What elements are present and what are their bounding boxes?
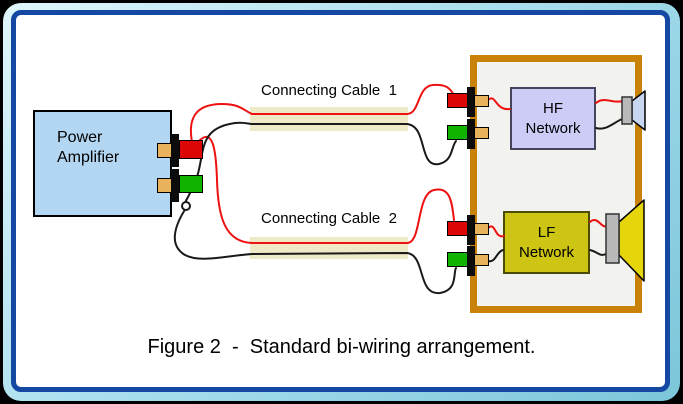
lf-positive-terminal-nut — [474, 223, 489, 235]
connecting-cable-1 — [250, 107, 408, 131]
connecting-cable-2-label: Connecting Cable 2 — [261, 210, 397, 227]
lf-positive-terminal-bar — [467, 215, 475, 245]
hf-positive-terminal-bar — [467, 87, 475, 117]
lf-positive-terminal — [447, 221, 468, 236]
amp-negative-terminal-nut — [157, 178, 172, 193]
amp-negative-terminal-bar — [171, 169, 179, 202]
amp-positive-terminal-bar — [171, 134, 179, 167]
amp-positive-terminal — [179, 140, 203, 159]
connecting-cable-1-label: Connecting Cable 1 — [261, 82, 397, 99]
amp-positive-terminal-nut — [157, 143, 172, 158]
lf-network-box: LF Network — [503, 211, 590, 274]
power-amplifier-label: Power Amplifier — [57, 129, 120, 166]
power-amplifier-box: Power Amplifier — [33, 110, 172, 217]
lf-negative-terminal — [447, 252, 468, 267]
hf-negative-terminal — [447, 125, 468, 140]
lf-negative-terminal-nut — [474, 254, 489, 266]
connecting-cable-2 — [250, 237, 408, 259]
hf-negative-terminal-nut — [474, 127, 489, 139]
hf-network-label: HF Network — [525, 99, 581, 137]
hf-negative-terminal-bar — [467, 119, 475, 149]
lf-negative-terminal-bar — [467, 246, 475, 276]
amp-negative-terminal — [179, 175, 203, 193]
hf-positive-terminal — [447, 93, 468, 108]
hf-network-box: HF Network — [510, 87, 596, 150]
figure-caption: Figure 2 - Standard bi-wiring arrangemen… — [147, 336, 536, 358]
lf-network-label: LF Network — [518, 223, 574, 261]
hf-positive-terminal-nut — [474, 95, 489, 107]
